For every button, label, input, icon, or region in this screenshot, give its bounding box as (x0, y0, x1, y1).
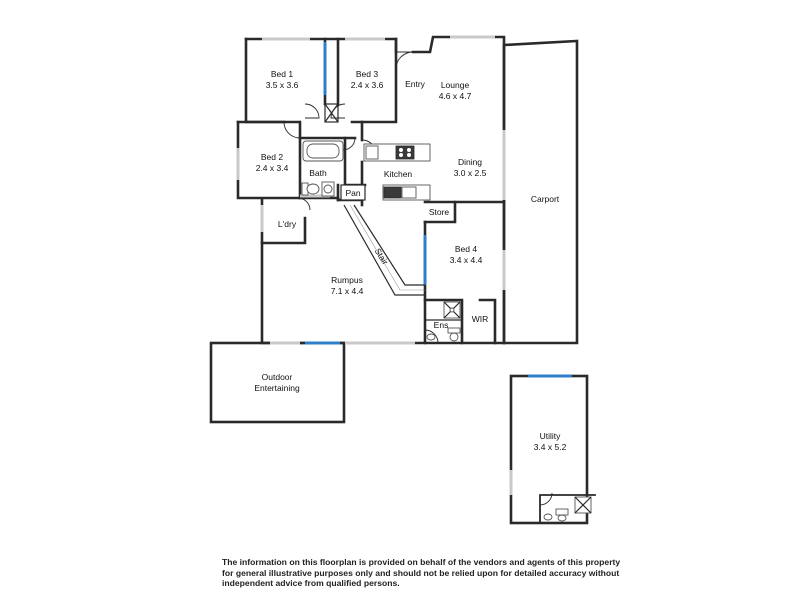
outdoor-name-line2: Entertaining (254, 383, 300, 393)
disclaimer: The information on this floorplan is pro… (222, 557, 642, 589)
bed4-dim: 3.4 x 4.4 (450, 255, 483, 265)
lounge-dim: 4.6 x 4.7 (439, 91, 472, 101)
store-name: Store (429, 207, 450, 217)
dining-name: Dining (458, 157, 482, 167)
disclaimer-line-1: The information on this floorplan is pro… (222, 557, 621, 567)
lounge-name: Lounge (441, 80, 470, 90)
bed4-name: Bed 4 (455, 244, 477, 254)
entry-name: Entry (405, 79, 426, 89)
disclaimer-line-3: independent advice from qualified person… (222, 578, 400, 589)
pan-name: Pan (345, 188, 360, 198)
rumpus-name: Rumpus (331, 275, 363, 285)
bed3-name: Bed 3 (356, 69, 378, 79)
bed3-dim: 2.4 x 3.6 (351, 80, 384, 90)
bath-name: Bath (309, 168, 327, 178)
disclaimer-line-2: for general illustrative purposes only a… (222, 567, 620, 578)
kitchen-name: Kitchen (384, 169, 413, 179)
wir-name: WIR (472, 314, 489, 324)
ens-name: Ens (434, 320, 449, 330)
carport-name: Carport (531, 194, 560, 204)
rumpus-dim: 7.1 x 4.4 (331, 286, 364, 296)
windows (236, 35, 513, 495)
carport-outline (502, 39, 579, 345)
dining-dim: 3.0 x 2.5 (454, 168, 487, 178)
room-labels: Bed 1 3.5 x 3.6 Bed 3 2.4 x 3.6 Entry Lo… (254, 69, 566, 452)
bed1-name: Bed 1 (271, 69, 293, 79)
stair-name: Stair (373, 246, 391, 266)
bed1-dim: 3.5 x 3.6 (266, 80, 299, 90)
laundry-name: L'dry (278, 219, 297, 229)
utility-name: Utility (540, 431, 562, 441)
doors (283, 51, 439, 344)
bed2-dim: 2.4 x 3.4 (256, 163, 289, 173)
bed2-name: Bed 2 (261, 152, 283, 162)
fixtures (301, 140, 596, 524)
glass-doors (305, 42, 572, 378)
outdoor-name: Outdoor (262, 372, 293, 382)
utility-dim: 3.4 x 5.2 (534, 442, 567, 452)
